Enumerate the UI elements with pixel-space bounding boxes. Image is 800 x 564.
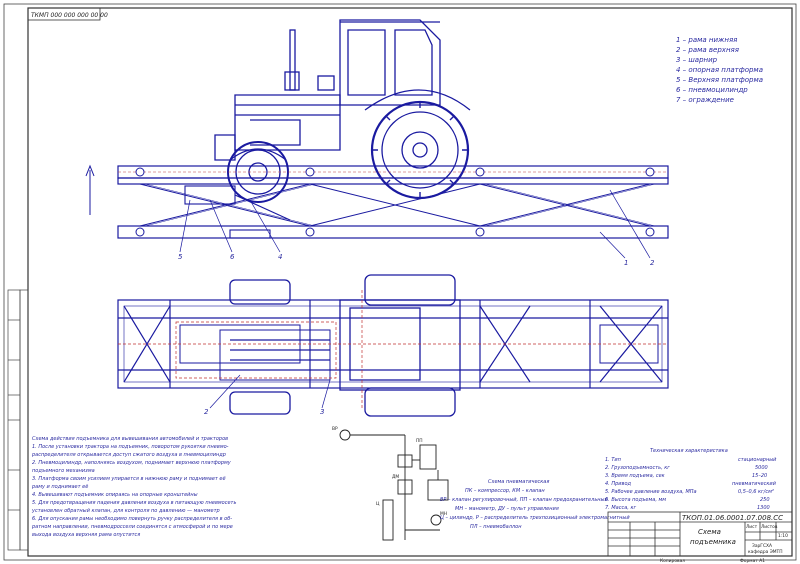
action-step-8: 5. Для предотвращения падения давления в…	[32, 500, 236, 506]
lift-lower-frame	[117, 225, 669, 239]
action-step-2: распределителя открывается доступ сжатог…	[31, 452, 226, 458]
spec-label-2: 2. Грузоподъемность, кг	[605, 465, 670, 471]
pneumo-mark-c: Ц	[376, 501, 380, 507]
action-step-12: выхода воздуха верхняя рама опустится	[32, 532, 140, 538]
pneumo-mark-dm: ДМ	[392, 474, 399, 480]
action-step-3: 2. Пневмоцилиндр, наполняясь воздухом, п…	[32, 460, 232, 466]
pneumo-mark-pp: ПП	[416, 438, 423, 444]
callout-leaders-plan	[209, 374, 331, 409]
spec-label-5: 5. Рабочее давление воздуха, МПа	[605, 489, 697, 495]
spec-value-5: 0,5–0,6 кг/см²	[738, 489, 774, 495]
pneumo-title: Схема пневматическая	[488, 479, 549, 485]
sheet-label: Лист	[746, 524, 758, 530]
legend-item-4: 4 – опорная платформа	[676, 66, 763, 74]
action-step-10: 6. Для опускания рамы необходимо поверну…	[32, 516, 232, 522]
action-step-6: раму и поднимает её	[31, 484, 88, 490]
pneumo-mark-mn: МН	[440, 511, 447, 517]
spec-label-4: 4. Привод	[605, 481, 632, 487]
legend-item-2: 2 – рама верхняя	[676, 46, 739, 54]
action-step-4: подъемного механизма	[32, 468, 95, 474]
spec-value-4: пневматический	[732, 481, 777, 487]
spec-value-7: 1300	[757, 505, 770, 511]
action-step-11: ратном направлении, пневмодроссели соеди…	[31, 524, 233, 530]
action-step-5: 3. Платформа своим усилием упирается в н…	[32, 476, 226, 482]
callout-side-1: 1	[624, 259, 628, 267]
doc-code: ТКОП.01.06.0001.07.008.СС	[682, 514, 783, 522]
outer-frame	[3, 3, 797, 561]
top-stamp-text: ТКМП 000 000 000 00 00	[31, 12, 108, 19]
spec-label-1: 1. Тип	[605, 457, 622, 463]
technical-specs: Техническая характеристика 1. Тип стацио…	[605, 448, 777, 511]
spec-label-6: 6. Высота подъема, мм	[605, 497, 666, 503]
bottom-format: Формат А1	[740, 558, 765, 564]
rear-tyre-tread	[372, 102, 468, 198]
sheets-label: Листов	[761, 524, 778, 530]
tractor-plan-view	[219, 274, 461, 417]
left-margin-strip	[7, 289, 29, 551]
legend-item-7: 7 – ограждение	[676, 96, 734, 104]
scissor-linkage	[139, 183, 656, 227]
action-step-1: 1. После установки трактора на подъемник…	[32, 444, 229, 450]
action-step-9: установлен обратный клапан, для контроля…	[31, 508, 220, 514]
legend-item-1: 1 – рама нижняя	[676, 36, 737, 44]
inner-frame	[27, 7, 793, 557]
pneumo-mark-vr: ВР	[332, 426, 338, 432]
callout-side-5: 5	[178, 253, 183, 261]
title-line-1: Схема	[698, 528, 721, 536]
pneumo-line-4: Ц – цилиндр, Р – распределитель трехпози…	[440, 515, 630, 521]
org-line-2: кафедра ЭМТП	[748, 549, 783, 555]
spec-value-6: 250	[760, 497, 770, 503]
pneumo-line-5: ПЛ – пневмобаллон	[470, 524, 522, 530]
spec-label-7: 7. Масса, кг	[605, 505, 636, 511]
spec-value-3: 15–20	[752, 473, 767, 479]
pneumatic-scheme	[339, 429, 449, 541]
title-line-2: подъемника	[690, 538, 736, 546]
specs-title: Техническая характеристика	[650, 448, 728, 454]
bottom-note: Копировал	[660, 558, 685, 564]
callout-side-2: 2	[650, 259, 655, 267]
action-title: Схема действия подъемника для вывешивани…	[32, 436, 228, 442]
parts-legend: 1 – рама нижняя 2 – рама верхняя 3 – шар…	[676, 36, 763, 104]
legend-item-3: 3 – шарнир	[676, 56, 718, 64]
spec-label-3: 3. Время подъема, сек	[605, 473, 665, 479]
red-dash-outline	[118, 290, 668, 410]
scale-value: 1:10	[778, 533, 788, 539]
legend-item-5: 5 – Верхняя платформа	[676, 76, 763, 84]
callout-side-4: 4	[278, 253, 282, 261]
callout-side-6: 6	[230, 253, 235, 261]
action-description: Схема действия подъемника для вывешивани…	[31, 436, 236, 538]
action-step-7: 4. Вывешивают подъемник опираясь на опор…	[32, 492, 198, 498]
hinge-markers	[135, 167, 655, 237]
spec-value-2: 5000	[755, 465, 768, 471]
pneumo-line-2: ВР – клапан регулировочный, ПП – клапан …	[440, 497, 608, 503]
pneumo-line-1: ПК – компрессор, КМ – клапан	[465, 488, 545, 494]
callout-plan-3: 3	[320, 408, 324, 416]
spec-value-1: стационарный	[738, 457, 777, 463]
lift-direction-arrow	[85, 164, 95, 215]
lift-upper-frame	[117, 165, 669, 185]
org-line-1: ЗарГСХА	[752, 543, 772, 549]
title-block	[607, 511, 793, 557]
top-stamp-box	[27, 7, 101, 21]
legend-item-6: 6 – пневмоцилиндр	[676, 86, 748, 94]
callout-leaders-side	[179, 189, 651, 259]
tractor-side-view	[214, 19, 471, 203]
callout-plan-2: 2	[204, 408, 209, 416]
pneumo-line-3: МН – манометр, ДУ – пульт управления	[455, 506, 559, 512]
